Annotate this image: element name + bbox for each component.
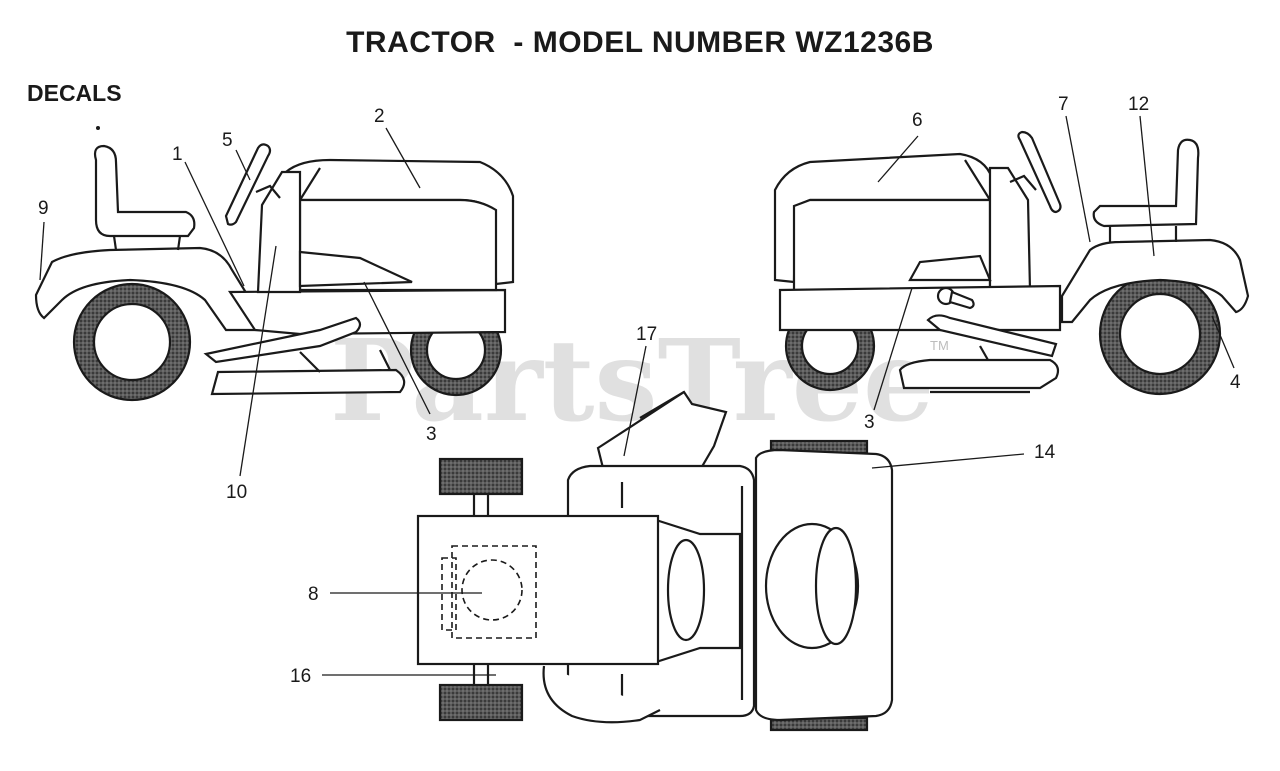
callout-16: 16: [290, 666, 311, 687]
callout-3-right: 3: [864, 412, 875, 433]
callout-12: 12: [1128, 94, 1149, 115]
callout-8: 8: [308, 584, 319, 605]
left-view-fender: [34, 246, 272, 332]
left-view-mower-deck: [210, 368, 406, 396]
callout-3-left: 3: [426, 424, 437, 445]
section-label: DECALS: [27, 80, 122, 106]
top-view-tire-front-left: [438, 457, 524, 496]
callout-9: 9: [38, 198, 49, 219]
top-view-rear-platform: [416, 514, 660, 666]
right-view-steering-wheel: [1017, 130, 1062, 214]
callout-4: 4: [1230, 372, 1241, 393]
callout-14: 14: [1034, 442, 1056, 463]
diagram-title: TRACTOR - MODEL NUMBER WZ1236B: [346, 26, 934, 59]
callout-17: 17: [636, 324, 657, 345]
right-view-seat: [1092, 138, 1200, 228]
callout-6: 6: [912, 110, 923, 131]
tractor-top-view: [416, 390, 894, 732]
top-view-tire-rear-left: [438, 683, 524, 722]
top-view-decal-outline: [451, 545, 537, 639]
callout-5: 5: [222, 130, 233, 151]
right-view-fender: [1060, 238, 1250, 324]
top-view-decal-circle: [461, 559, 523, 621]
callout-2: 2: [374, 106, 385, 127]
left-view-dash: [256, 170, 302, 294]
callout-7: 7: [1058, 94, 1069, 115]
watermark-tm: TM: [930, 338, 949, 353]
left-view-steering-wheel: [224, 143, 272, 226]
left-view-seat: [93, 144, 196, 238]
tractor-left-side-view: [34, 143, 515, 402]
right-view-dash: [988, 166, 1032, 292]
leader-lines: [39, 115, 1235, 676]
callout-numbers: 1 2 3 4 5 6 7 8 9 10 12 3 14 16 17: [38, 94, 1241, 687]
callout-1: 1: [172, 144, 183, 165]
callout-10: 10: [226, 482, 247, 503]
right-view-mower-deck: [898, 358, 1060, 390]
tractor-right-side-view: [773, 130, 1250, 396]
reference-dot: [96, 126, 100, 130]
